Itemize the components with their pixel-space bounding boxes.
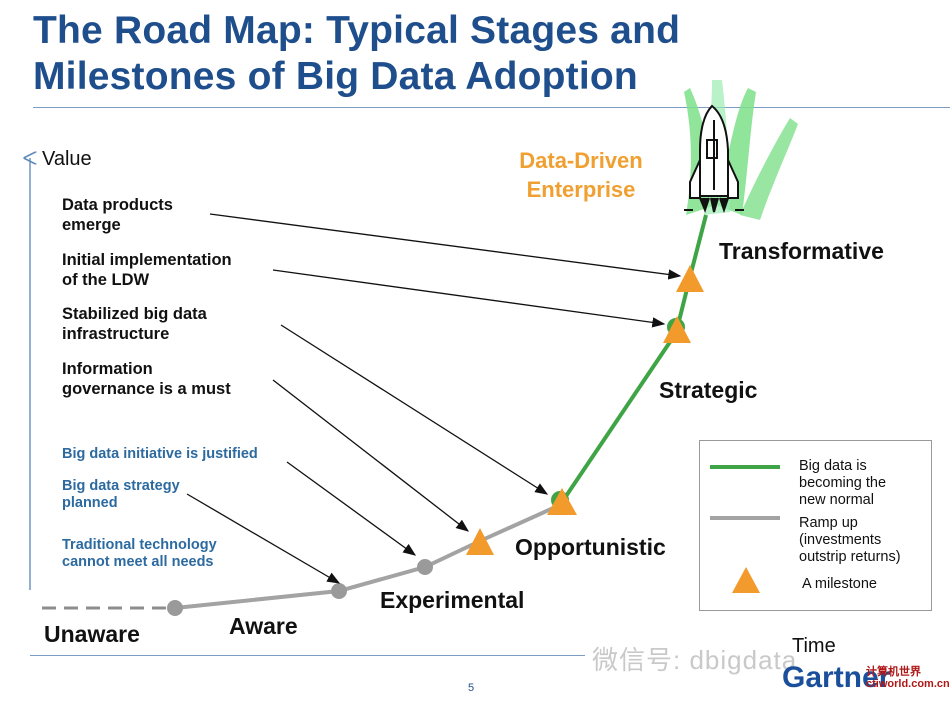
stage-experimental: Experimental [380,587,525,613]
stage-transformative: Transformative [719,238,884,264]
milestone-triangle-transformative [676,265,704,292]
annotation-line: Big data strategy [62,478,180,494]
milestone-dot-aware-start [167,600,183,616]
arrow-governance [272,379,470,532]
gartner-logo: Gartner [782,661,891,694]
arrow-ldw [272,269,666,328]
annotation-line: Initial implementation [62,251,232,269]
wechat-watermark: 微信号: dbigdata [592,645,798,675]
milestone-dot-experimental [417,559,433,575]
legend: Big data is becoming the new normal Ramp… [699,440,932,611]
legend-green-text: Big data is becoming the new normal [799,458,887,508]
stage-unaware: Unaware [44,621,140,647]
milestone-triangle-experimental [466,528,494,555]
annotation-initiative: Big data initiative is justified [62,446,258,463]
annotation-line: cannot meet all needs [62,554,214,570]
y-axis-label: Value [42,148,92,170]
title-divider [33,107,950,108]
annotation-traditional: Traditional technology cannot meet all n… [62,537,217,571]
stage-opportunistic: Opportunistic [515,534,666,560]
goal-line-1: Data-Driven [519,148,643,173]
annotation-line: Traditional technology [62,537,217,553]
annotation-line: emerge [62,216,121,234]
arrow-initiative [286,461,417,556]
annotation-line: Information [62,360,153,378]
x-axis-label: Time [792,635,836,657]
annotation-strategy: Big data strategy planned [62,478,180,512]
time-axis [30,655,585,656]
annotation-line: Big data initiative is justified [62,446,258,462]
milestone-triangle-opportunistic [547,488,577,515]
annotation-ldw: Initial implementation of the LDW [62,250,232,290]
rocket-icon [684,104,744,214]
ctiworld-stamp: 计算机世界 ctiworld.com.cn [866,666,950,690]
stage-strategic: Strategic [659,377,758,403]
stamp-line: 计算机世界 [866,666,921,678]
arrow-infrastructure [280,324,549,495]
annotation-line: infrastructure [62,325,170,343]
stage-aware: Aware [229,613,298,639]
legend-milestone-icon [732,567,760,593]
annotation-line: Stabilized big data [62,305,207,323]
annotation-line: governance is a must [62,380,231,398]
annotation-data-products: Data products emerge [62,195,173,235]
stamp-line: ctiworld.com.cn [866,678,950,690]
annotation-governance: Information governance is a must [62,359,231,399]
milestone-triangle-strategic [663,316,691,343]
annotation-line: Data products [62,196,173,214]
annotation-line: planned [62,495,118,511]
title-line-1: The Road Map: Typical Stages and [33,9,681,52]
annotation-infrastructure: Stabilized big data infrastructure [62,304,207,344]
arrow-data-products [209,213,682,280]
page-number: 5 [468,682,475,694]
legend-gray-text: Ramp up (investments outstrip returns) [799,515,901,565]
legend-gray-swatch [710,516,780,520]
goal-line-2: Enterprise [526,177,636,202]
annotation-line: of the LDW [62,271,150,289]
title-line-2: Milestones of Big Data Adoption [33,55,638,98]
legend-green-swatch [710,465,780,469]
milestone-dot-aware [331,583,347,599]
arrow-strategy [186,493,341,584]
big-data-normal-line [558,214,708,507]
legend-milestone-text: A milestone [802,576,877,592]
page-title: The Road Map: Typical Stages and Milesto… [33,8,680,100]
goal-label: Data-Driven Enterprise [505,146,657,204]
